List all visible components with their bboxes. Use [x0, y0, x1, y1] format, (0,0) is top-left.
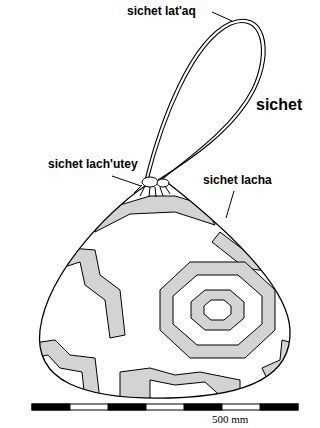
bag-pattern [20, 196, 300, 400]
part-name: sichet lach'utey [48, 158, 138, 171]
part-name: sichet lat'aq [127, 5, 196, 18]
scale-bar [32, 404, 298, 410]
strap-cord [145, 19, 265, 180]
scale-label: 500 mm [212, 413, 248, 425]
bag-outline [39, 183, 290, 398]
knot [134, 177, 170, 197]
leader-line [112, 12, 234, 218]
part-name: sichet lacha [203, 174, 272, 187]
object-name: sichet [256, 96, 302, 114]
